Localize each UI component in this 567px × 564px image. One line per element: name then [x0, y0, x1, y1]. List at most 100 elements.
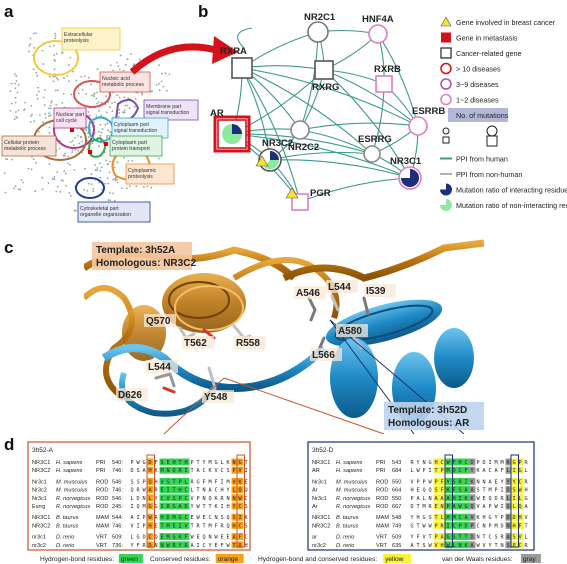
- protein-node: [96, 167, 99, 169]
- residue-highlight: [463, 521, 470, 529]
- residue-char: I: [221, 504, 224, 510]
- residue-highlight: [237, 513, 244, 521]
- species-name: D. rerio: [56, 535, 74, 541]
- residue-char: Q: [239, 488, 242, 494]
- residue-highlight: [231, 521, 238, 529]
- residue-char: P: [447, 504, 450, 510]
- residue-highlight: [433, 533, 440, 541]
- residue-char: F: [519, 523, 522, 529]
- residue-char: K: [215, 504, 219, 510]
- taxon-group: PRI: [376, 468, 386, 474]
- residue-highlight: [177, 541, 184, 549]
- residue-char: M: [167, 535, 170, 541]
- residue-char: K: [227, 460, 231, 466]
- residue-char: M: [489, 488, 492, 494]
- gene-node-ar[interactable]: AR: [210, 108, 251, 153]
- residue-char: P: [423, 468, 426, 474]
- gene-node-rxrg[interactable]: RXRG: [312, 60, 339, 93]
- protein-node: [90, 173, 93, 176]
- residue-highlight: [445, 494, 452, 502]
- residue-char: G: [155, 504, 158, 510]
- protein-node: [48, 75, 51, 78]
- protein-node: [162, 85, 165, 88]
- residue-highlight: [445, 502, 452, 510]
- protein-node: [4, 158, 7, 160]
- alignment-box-left: [27, 441, 251, 551]
- gene-node-hnf4a[interactable]: HNF4A: [362, 14, 394, 44]
- gene-node-nr3c1[interactable]: NR3C1: [390, 156, 422, 190]
- residue-char: Y: [411, 515, 415, 521]
- residue-char: D: [507, 515, 510, 521]
- residue-char: A: [143, 468, 147, 474]
- residue-highlight: [505, 513, 512, 521]
- protein-node: [105, 111, 108, 114]
- residue-char: Y: [203, 460, 207, 466]
- residue-char: T: [245, 460, 248, 466]
- residue-char: N: [227, 496, 230, 502]
- protein-node: [99, 162, 101, 165]
- protein-node: [161, 72, 163, 75]
- ppi-edge: [241, 67, 301, 203]
- protein-node: [9, 90, 12, 92]
- residue-char: P: [131, 460, 134, 466]
- gene-node-nr3c2[interactable]: NR3C2: [255, 138, 293, 172]
- protein-node: [22, 181, 24, 184]
- residue-char: K: [179, 535, 183, 541]
- gene-node-pgr[interactable]: PGR: [285, 187, 331, 211]
- residue-char: R: [441, 523, 445, 529]
- residue-highlight: [237, 486, 244, 494]
- protein-node: [17, 109, 20, 112]
- gene-node-esrrb[interactable]: ESRRB: [408, 106, 445, 136]
- ppi-edge: [323, 69, 411, 179]
- protein-node: [50, 101, 53, 104]
- protein-node: [71, 140, 74, 142]
- gene-node-rxrb[interactable]: RXRB: [374, 64, 401, 93]
- residue-highlight: [147, 513, 154, 521]
- protein-node: [127, 160, 130, 162]
- residue-char: G: [447, 535, 450, 541]
- protein-node: [69, 164, 71, 166]
- residue-char: T: [179, 460, 182, 466]
- residue-highlight: [511, 466, 518, 474]
- protein-node: [34, 190, 37, 193]
- residue-highlight: [469, 477, 476, 485]
- taxon-group: MAM: [96, 523, 109, 529]
- protein-node: [33, 32, 35, 35]
- residue-char: H: [513, 523, 516, 529]
- residue-char: I: [161, 504, 164, 510]
- residue-char: T: [495, 543, 498, 549]
- gene-node-esrrg[interactable]: ESRRG: [358, 134, 392, 163]
- residue-char: E: [197, 535, 200, 541]
- residue-label: L544: [148, 362, 171, 373]
- gene-node-nr2c2[interactable]: NR2C2: [288, 120, 319, 153]
- residue-char: L: [185, 479, 188, 485]
- residue-char: C: [519, 479, 522, 485]
- taxon-group: ROD: [96, 479, 108, 485]
- residue-highlight: [147, 458, 154, 466]
- protein-node: [96, 169, 99, 172]
- residue-char: M: [209, 460, 212, 466]
- residue-char: I: [447, 523, 450, 529]
- residue-char: R: [143, 543, 147, 549]
- gene-node-rxra[interactable]: RXRA: [220, 46, 253, 79]
- residue-char: C: [465, 460, 468, 466]
- residue-char: F: [155, 460, 158, 466]
- residue-highlight: [505, 477, 512, 485]
- protein-node: [99, 176, 102, 179]
- footer-color-swatch: [215, 554, 244, 563]
- residue-highlight: [231, 477, 238, 485]
- protein-node: [94, 169, 97, 172]
- protein-node: [73, 169, 76, 171]
- residue-char: A: [233, 535, 237, 541]
- residue-char: L: [513, 504, 516, 510]
- residue-char: G: [429, 460, 432, 466]
- legend-label: Gene involved in breast cancer: [456, 18, 556, 27]
- gene-node-nr2c1[interactable]: NR2C1: [304, 12, 336, 43]
- residue-char: T: [417, 543, 420, 549]
- residue-char: P: [435, 523, 438, 529]
- residue-char: F: [501, 468, 504, 474]
